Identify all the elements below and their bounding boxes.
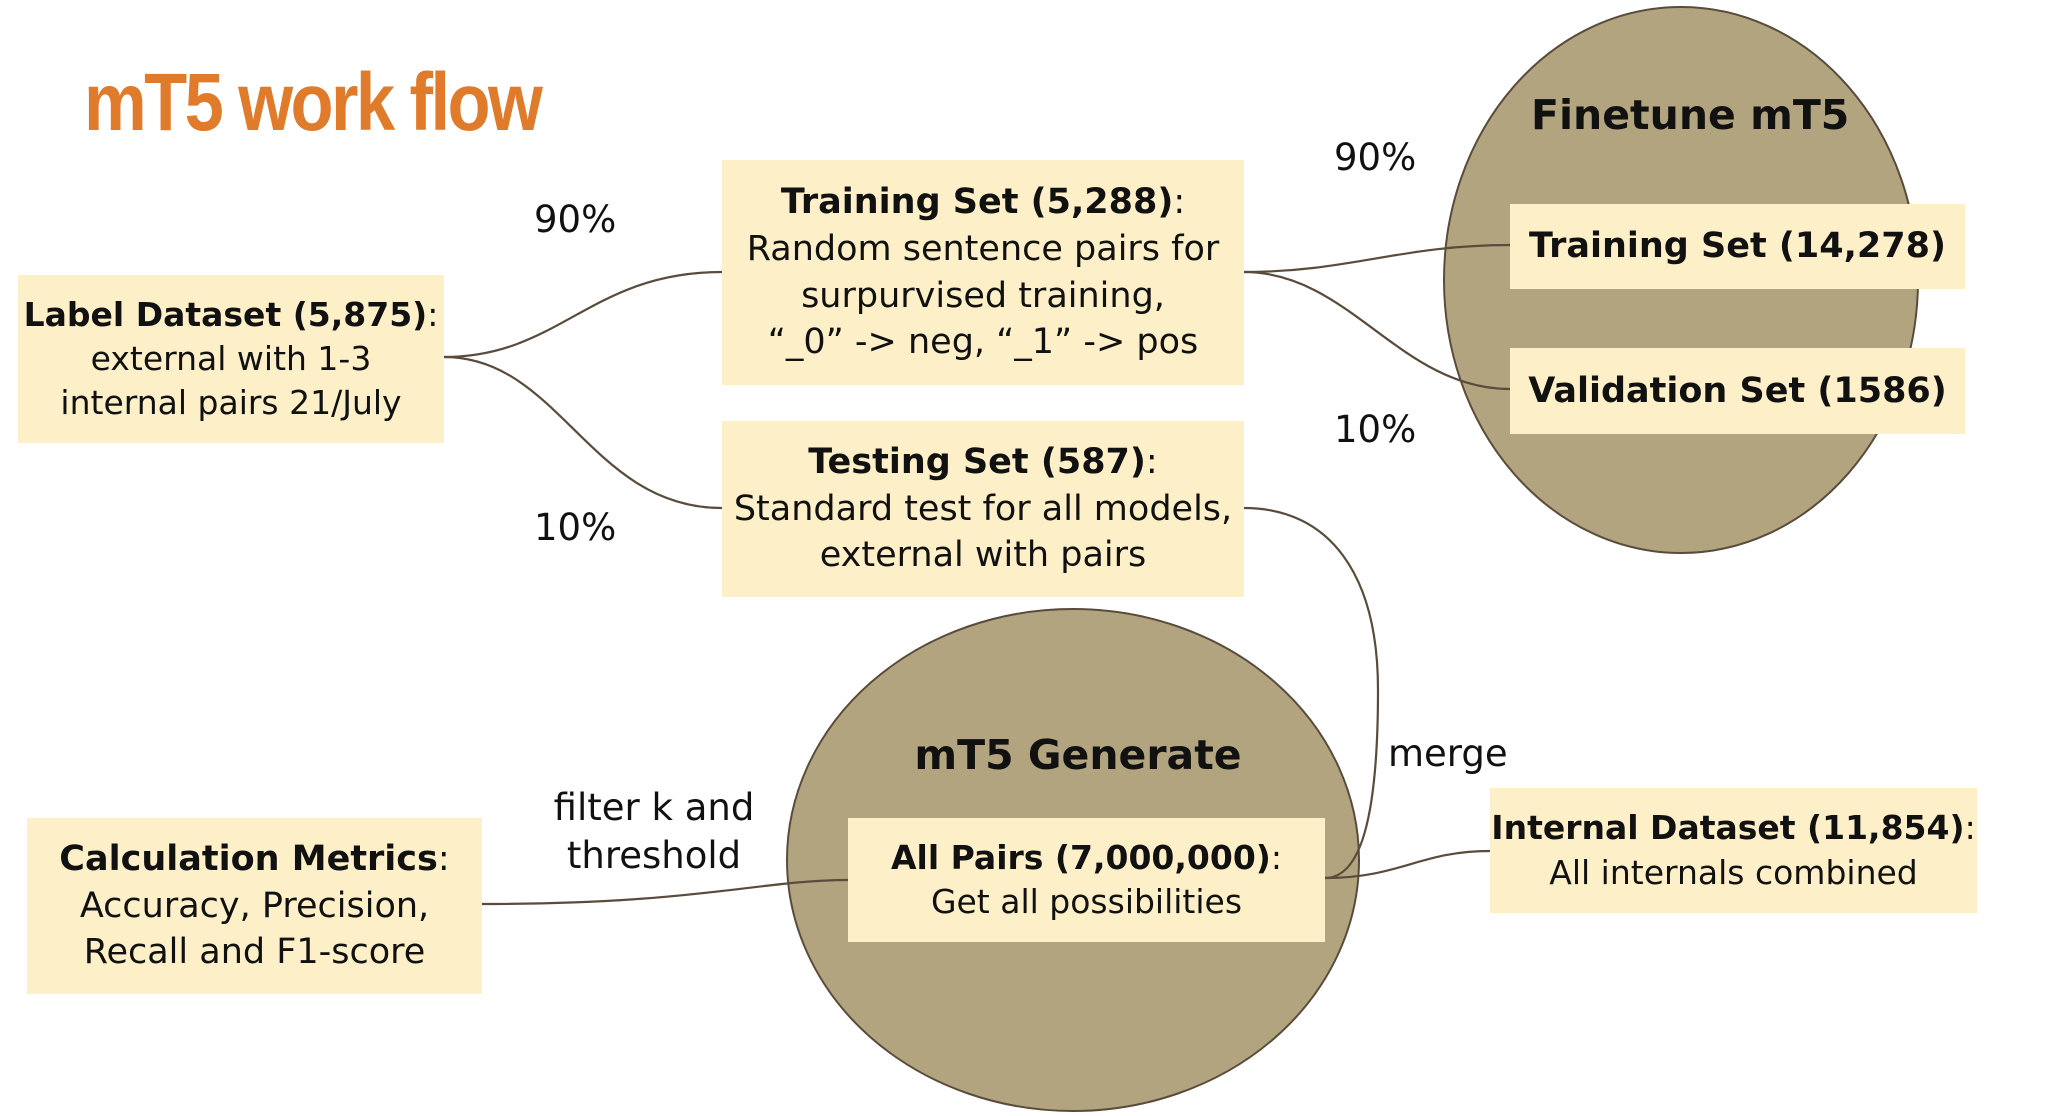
label-dataset-line-1: external with 1-3	[90, 338, 372, 378]
testing-set-colon: :	[1145, 441, 1158, 482]
testing-set-box: Testing Set (587): Standard test for all…	[722, 421, 1244, 597]
internal-dataset-box: Internal Dataset (11,854): All internals…	[1490, 788, 1977, 913]
testing-set-line-2: external with pairs	[819, 535, 1147, 576]
training-set-line-1: Random sentence pairs for	[746, 228, 1220, 269]
internal-dataset-line-1: All internals combined	[1549, 852, 1918, 892]
edge-label-filter: filter k and threshold	[534, 784, 774, 880]
training-set-line-2: surpurvised training,	[801, 275, 1165, 316]
ft-training-set-box: Training Set (14,278)	[1510, 204, 1965, 289]
edge-label-finetune-train: 90%	[1334, 136, 1417, 179]
training-set-heading: Training Set (5,288)	[780, 181, 1174, 222]
calculation-metrics-line-1: Accuracy, Precision,	[79, 885, 430, 926]
edge-label-split-train: 90%	[534, 198, 617, 241]
internal-dataset-colon: :	[1964, 808, 1976, 848]
training-set-box: Training Set (5,288): Random sentence pa…	[722, 160, 1244, 385]
finetune-mt5-title: Finetune mT5	[1531, 91, 1850, 139]
edge-label-filter-line-2: threshold	[566, 834, 742, 878]
label-dataset-box: Label Dataset (5,875): external with 1-3…	[18, 275, 444, 443]
edge-label-to-training	[443, 270, 723, 359]
edge-allpairs-to-metrics	[481, 878, 849, 906]
edge-label-finetune-val: 10%	[1334, 408, 1417, 451]
label-dataset-line-2: internal pairs 21/July	[60, 383, 402, 423]
edge-label-to-testing	[443, 355, 723, 510]
edge-training-to-ft-training	[1243, 243, 1511, 274]
edge-training-to-validation	[1243, 270, 1511, 391]
calculation-metrics-heading: Calculation Metrics	[59, 838, 438, 879]
calculation-metrics-box: Calculation Metrics: Accuracy, Precision…	[27, 818, 482, 994]
testing-set-heading: Testing Set (587)	[808, 441, 1146, 482]
all-pairs-box: All Pairs (7,000,000): Get all possibili…	[848, 818, 1325, 942]
edge-label-filter-line-1: filter k and	[553, 786, 755, 829]
edge-label-merge: merge	[1388, 732, 1508, 775]
validation-set-box: Validation Set (1586)	[1510, 348, 1965, 434]
edge-testing-to-allpairs-merge	[1243, 506, 1380, 880]
training-set-colon: :	[1173, 181, 1186, 222]
validation-set-heading: Validation Set (1586)	[1528, 370, 1947, 411]
internal-dataset-heading: Internal Dataset (11,854)	[1491, 808, 1965, 848]
label-dataset-colon: :	[427, 294, 439, 334]
edge-internal-to-allpairs	[1324, 849, 1491, 880]
edge-label-split-test: 10%	[534, 506, 617, 549]
calculation-metrics-line-2: Recall and F1-score	[83, 932, 426, 973]
mt5-generate-title: mT5 Generate	[914, 731, 1242, 779]
testing-set-line-1: Standard test for all models,	[733, 488, 1233, 529]
all-pairs-line-1: Get all possibilities	[930, 882, 1243, 921]
calculation-metrics-colon: :	[437, 838, 450, 879]
all-pairs-heading: All Pairs (7,000,000)	[890, 837, 1271, 877]
page-title: mT5 work flow	[84, 57, 543, 148]
label-dataset-heading: Label Dataset (5,875)	[23, 294, 428, 334]
all-pairs-colon: :	[1270, 837, 1283, 877]
ft-training-set-heading: Training Set (14,278)	[1529, 226, 1946, 267]
training-set-line-3: “_0” -> neg, “_1” -> pos	[767, 322, 1199, 363]
